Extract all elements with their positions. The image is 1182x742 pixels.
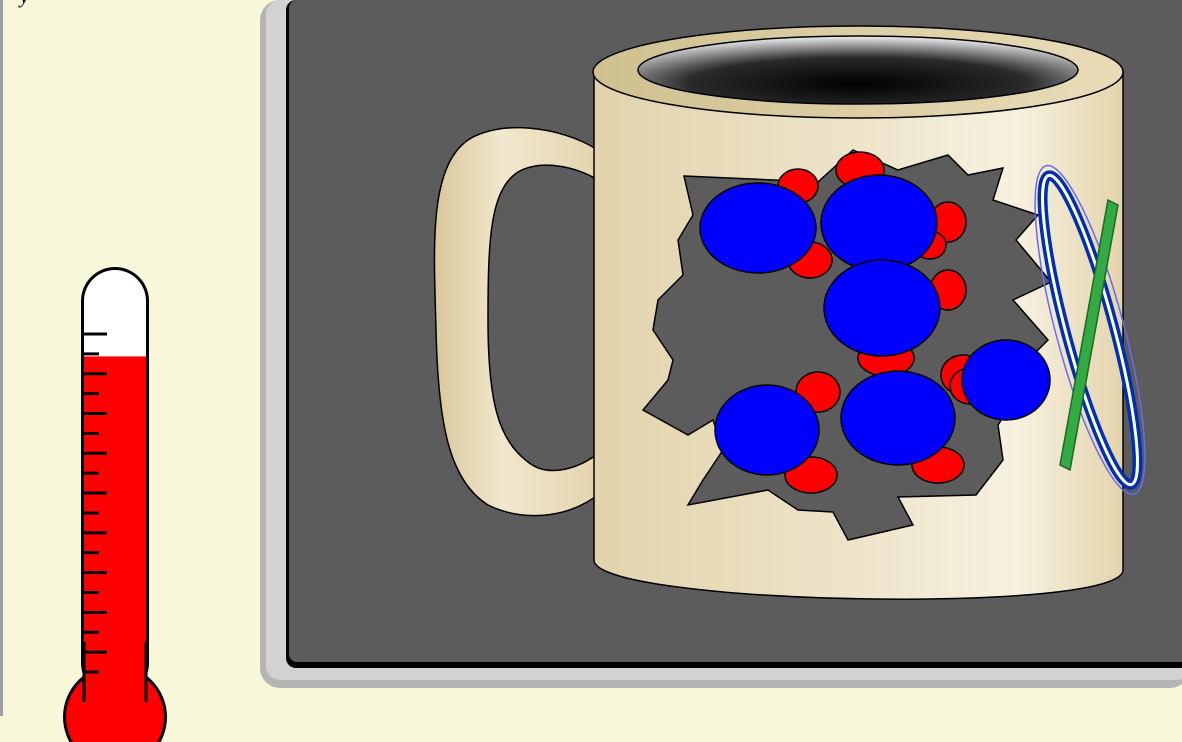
thermometer-neck (84, 642, 146, 722)
left-border (0, 0, 3, 716)
oxygen-atom (821, 175, 937, 271)
simulation-stage (258, 0, 1182, 690)
oxygen-atom (841, 371, 955, 465)
top-caption-left: y (20, 0, 29, 8)
oxygen-atom (962, 340, 1050, 420)
thermometer (55, 262, 185, 742)
oxygen-atom (824, 260, 940, 356)
oxygen-atom (700, 183, 816, 273)
oxygen-atom (715, 385, 819, 475)
mug-opening (638, 36, 1078, 104)
top-caption: y p (20, 0, 29, 9)
